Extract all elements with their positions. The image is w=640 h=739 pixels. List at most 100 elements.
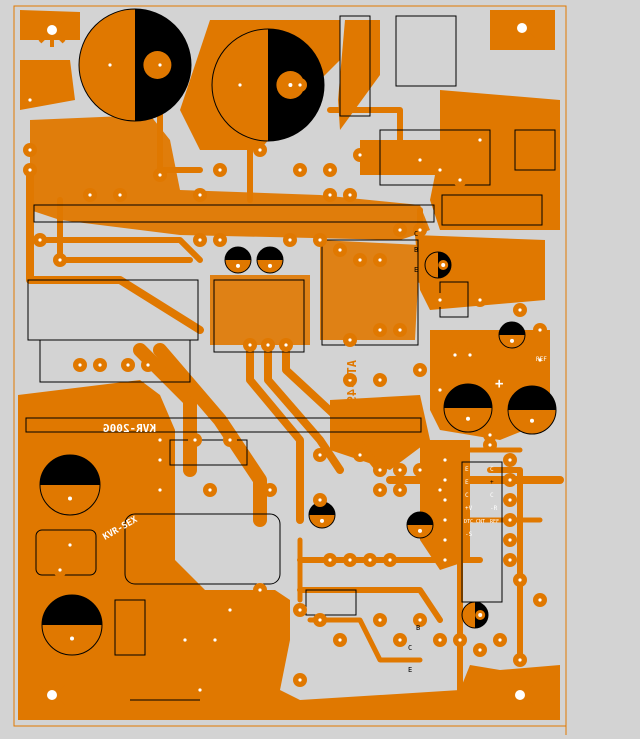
drill-hole	[378, 328, 382, 332]
ic-pin-left: C	[465, 492, 469, 499]
drill-hole	[118, 193, 122, 197]
electrolytic-capacitor	[211, 28, 325, 142]
drill-hole	[248, 343, 252, 347]
mounting-spoke	[526, 14, 536, 24]
electrolytic-capacitor	[406, 511, 434, 539]
drill-hole	[518, 658, 522, 662]
electrolytic-capacitor	[256, 246, 284, 274]
drill-hole	[158, 173, 162, 177]
drill-hole	[478, 613, 483, 617]
board-name-label: KVR-200G	[103, 422, 156, 435]
electrolytic-capacitor	[424, 251, 452, 279]
drill-hole	[398, 488, 402, 492]
mounting-hole	[503, 678, 537, 712]
drill-hole	[508, 458, 512, 462]
ref-label: REF	[536, 356, 547, 363]
drill-hole	[378, 258, 382, 262]
lower-pin-c: C	[408, 644, 412, 652]
drill-hole	[70, 636, 74, 641]
pads	[23, 58, 547, 697]
capacitor-polarity-band	[257, 247, 283, 260]
ic-pin-right: C	[490, 492, 494, 499]
drill-hole	[88, 193, 92, 197]
drill-hole	[198, 238, 202, 242]
mounting-spoke	[506, 681, 516, 691]
drill-hole	[218, 168, 222, 172]
drill-hole	[438, 388, 442, 392]
capacitor-polarity-band	[225, 247, 251, 260]
drill-hole	[478, 138, 482, 142]
drill-hole	[508, 558, 512, 562]
drill-hole	[398, 638, 402, 642]
drill-hole	[318, 618, 322, 622]
drill-hole	[418, 618, 422, 622]
drill-hole	[298, 168, 302, 172]
drill-hole	[288, 83, 293, 87]
drill-hole	[418, 528, 422, 533]
lower-pin-b: B	[416, 624, 420, 632]
ic-pin-left: -S	[465, 531, 473, 538]
mounting-hole	[35, 13, 69, 47]
drill-hole	[538, 358, 542, 362]
silkscreen	[25, 15, 556, 701]
electrolytic-capacitor	[443, 383, 493, 433]
drill-hole	[348, 338, 352, 342]
mounting-spoke	[524, 681, 534, 691]
drill-hole	[28, 98, 32, 102]
drill-hole	[438, 168, 442, 172]
drill-hole	[478, 298, 482, 302]
ic-label: AT1-49	[345, 360, 359, 403]
electrolytic-capacitor	[461, 601, 489, 629]
ic-pin-left: DTC CNT	[464, 519, 485, 525]
drill-hole	[158, 458, 162, 462]
drill-hole	[498, 638, 502, 642]
drill-hole	[438, 638, 442, 642]
capacitors	[39, 8, 557, 656]
drill-hole	[258, 588, 262, 592]
capacitor-polarity-band	[407, 512, 433, 525]
mounting-drill	[47, 690, 57, 700]
drill-hole	[508, 478, 512, 482]
mounting-spoke	[38, 699, 48, 709]
drill-hole	[318, 453, 322, 457]
drill-hole	[458, 178, 462, 182]
drill-hole	[443, 518, 447, 522]
drill-hole	[98, 363, 102, 367]
electrolytic-capacitor	[224, 246, 252, 274]
ic-pin-left: E	[465, 479, 469, 486]
mounting-spoke	[508, 14, 518, 24]
drill-hole	[378, 488, 382, 492]
drill-hole	[183, 638, 187, 642]
mounting-spoke	[38, 681, 48, 691]
mounting-hole	[505, 11, 539, 45]
drill-hole	[358, 153, 362, 157]
drill-hole	[538, 328, 542, 332]
drill-hole	[298, 608, 302, 612]
drill-hole	[443, 478, 447, 482]
drill-hole	[328, 168, 332, 172]
drill-hole	[28, 148, 32, 152]
drill-hole	[58, 258, 62, 262]
drill-hole	[266, 343, 270, 347]
drill-hole	[358, 258, 362, 262]
mounting-hole	[35, 678, 69, 712]
drill-hole	[418, 158, 422, 162]
drill-hole	[508, 518, 512, 522]
electrolytic-capacitor	[39, 454, 101, 516]
electrolytic-capacitor	[78, 8, 192, 122]
pin-label-b: B	[414, 246, 418, 254]
electrolytic-capacitor	[41, 594, 103, 656]
drill-hole	[208, 488, 212, 492]
drill-hole	[338, 248, 342, 252]
drill-hole	[443, 458, 447, 462]
drill-hole	[193, 438, 197, 442]
drill-hole	[68, 496, 72, 501]
drill-hole	[28, 168, 32, 172]
drill-hole	[378, 468, 382, 472]
drill-hole	[218, 238, 222, 242]
drill-hole	[338, 638, 342, 642]
ic-pin-labels: E E C +V DTC CNT -S C + C -R REF	[464, 466, 499, 538]
drill-hole	[518, 578, 522, 582]
drill-hole	[198, 688, 202, 692]
drill-hole	[348, 558, 352, 562]
